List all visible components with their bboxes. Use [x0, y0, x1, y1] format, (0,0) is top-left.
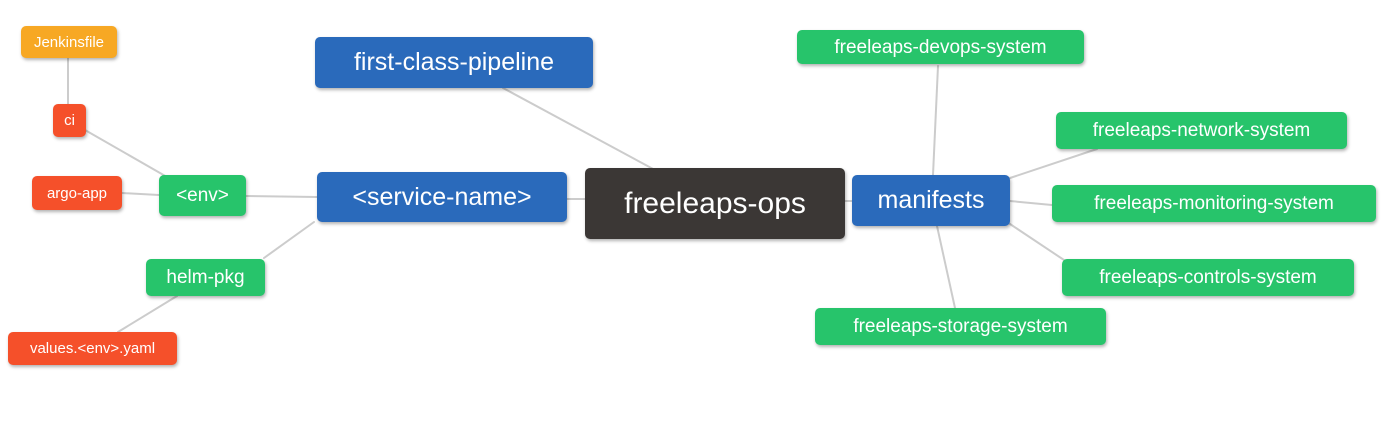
node-argo-app[interactable]: argo-app — [32, 176, 122, 210]
node-monitoring-system[interactable]: freeleaps-monitoring-system — [1052, 185, 1376, 222]
node-devops-system[interactable]: freeleaps-devops-system — [797, 30, 1084, 64]
node-freeleaps-ops[interactable]: freeleaps-ops — [585, 168, 845, 239]
edge-manifests-to-monitoring-system — [1009, 200, 1053, 206]
edge-manifests-to-controls-system — [1009, 223, 1065, 261]
node-storage-system[interactable]: freeleaps-storage-system — [815, 308, 1106, 345]
edge-manifests-to-devops-system — [932, 65, 939, 176]
node-service-name[interactable]: <service-name> — [317, 172, 567, 222]
node-helm-pkg[interactable]: helm-pkg — [146, 259, 265, 296]
edge-helm-pkg-to-values-env-yaml — [117, 295, 178, 333]
node-manifests[interactable]: manifests — [852, 175, 1010, 226]
edge-argo-app-to-env — [121, 192, 160, 196]
edge-env-to-service-name — [245, 195, 318, 198]
node-ci[interactable]: ci — [53, 104, 86, 137]
node-network-system[interactable]: freeleaps-network-system — [1056, 112, 1347, 149]
node-values-env-yaml[interactable]: values.<env>.yaml — [8, 332, 177, 365]
edge-ci-to-env — [84, 129, 168, 178]
node-env[interactable]: <env> — [159, 175, 246, 216]
edge-first-class-pipeline-to-freeleaps-ops — [502, 87, 656, 171]
edge-manifests-to-storage-system — [936, 225, 956, 309]
node-first-class-pipeline[interactable]: first-class-pipeline — [315, 37, 593, 88]
edge-manifests-to-network-system — [1009, 148, 1098, 179]
edge-service-name-to-helm-pkg — [263, 221, 315, 259]
node-controls-system[interactable]: freeleaps-controls-system — [1062, 259, 1354, 296]
node-jenkinsfile[interactable]: Jenkinsfile — [21, 26, 117, 58]
